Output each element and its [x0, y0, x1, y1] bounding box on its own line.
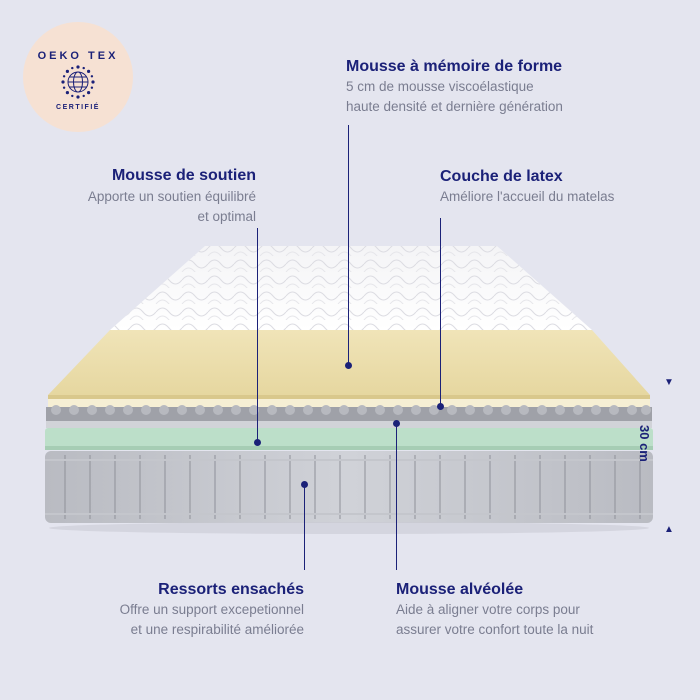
support-foam-edge — [45, 446, 653, 450]
badge-subtitle: CERTIFIÉ — [56, 104, 100, 111]
egg-foam-base — [46, 421, 652, 428]
latex-dot — [437, 403, 444, 410]
springs-dot — [301, 481, 308, 488]
memory-foam-desc-2: haute densité et dernière génération — [346, 99, 563, 114]
support-foam-desc-2: et optimal — [197, 209, 256, 224]
mattress-shadow — [49, 522, 649, 534]
quilted-cover-pattern — [110, 246, 592, 330]
egg-foam-leader — [396, 423, 397, 570]
egg-foam-bumps — [51, 405, 651, 415]
badge-title: OEKO TEX — [37, 50, 119, 62]
springs-desc-1: Offre un support excepetionnel — [119, 602, 304, 617]
memory-foam-leader — [348, 125, 349, 365]
height-arrow-up-icon: ▲ — [664, 524, 674, 535]
height-label: 30 cm — [637, 425, 652, 462]
egg-foam-title: Mousse alvéolée — [396, 581, 524, 598]
support-foam-title: Mousse de soutien — [111, 167, 256, 184]
latex-layer — [48, 399, 650, 407]
pocket-springs-layer — [45, 451, 653, 523]
memory-foam-dot — [345, 362, 352, 369]
springs-desc-2: et une respirabilité améliorée — [130, 622, 304, 637]
spring-pocket-ridges — [45, 459, 653, 515]
support-foam-layer — [45, 428, 653, 450]
badge-globe-icon — [61, 65, 95, 99]
springs-title: Ressorts ensachés — [158, 581, 304, 598]
support-foam-desc-1: Apporte un soutien équilibré — [87, 189, 256, 204]
egg-foam-desc-1: Aide à aligner votre corps pour — [396, 602, 580, 617]
oeko-tex-badge: OEKO TEX CERTIFIÉ — [23, 22, 133, 132]
support-foam-leader — [257, 228, 258, 442]
egg-foam-dot — [393, 420, 400, 427]
spring-pockets — [64, 455, 641, 519]
springs-leader — [304, 484, 305, 570]
memory-foam-edge — [48, 395, 650, 399]
latex-leader — [440, 218, 441, 406]
latex-desc-1: Améliore l'accueil du matelas — [440, 189, 615, 204]
egg-foam-desc-2: assurer votre confort toute la nuit — [396, 622, 594, 637]
latex-title: Couche de latex — [440, 168, 563, 185]
support-foam-dot — [254, 439, 261, 446]
height-arrow-down-icon: ▼ — [664, 377, 674, 388]
memory-foam-title: Mousse à mémoire de forme — [346, 58, 563, 75]
memory-foam-desc-1: 5 cm de mousse viscoélastique — [346, 79, 534, 94]
